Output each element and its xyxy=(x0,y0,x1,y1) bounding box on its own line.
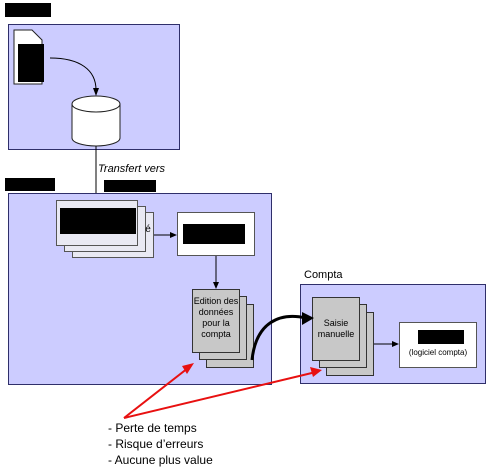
saisie-label: Saisie manuelle xyxy=(317,318,355,339)
redacted-document-label xyxy=(60,208,136,234)
redacted-logiciel-label xyxy=(418,330,464,344)
issue-item: - Perte de temps xyxy=(108,421,197,435)
issue-item: - Risque d’erreurs xyxy=(108,437,204,451)
transfer-label: Transfert vers xyxy=(98,163,166,175)
logiciel-box xyxy=(399,322,477,368)
saisie-stack-front xyxy=(312,297,360,361)
redacted-title-middle-left xyxy=(5,178,55,191)
issues-list: - Perte de temps - Risque d’erreurs - Au… xyxy=(108,420,213,468)
redacted-title-middle-right xyxy=(104,180,156,192)
edition-label: Edition des données pour la compta xyxy=(193,296,239,339)
logiciel-label: (logiciel compta) xyxy=(408,348,468,357)
compta-title: Compta xyxy=(304,269,343,281)
redacted-output-label xyxy=(183,224,245,244)
issue-item: - Aucune plus value xyxy=(108,453,213,467)
redacted-title-top xyxy=(5,3,51,17)
redacted-file-label xyxy=(18,44,44,82)
residual-glyph: é xyxy=(145,224,151,235)
edition-stack-front xyxy=(192,289,240,353)
